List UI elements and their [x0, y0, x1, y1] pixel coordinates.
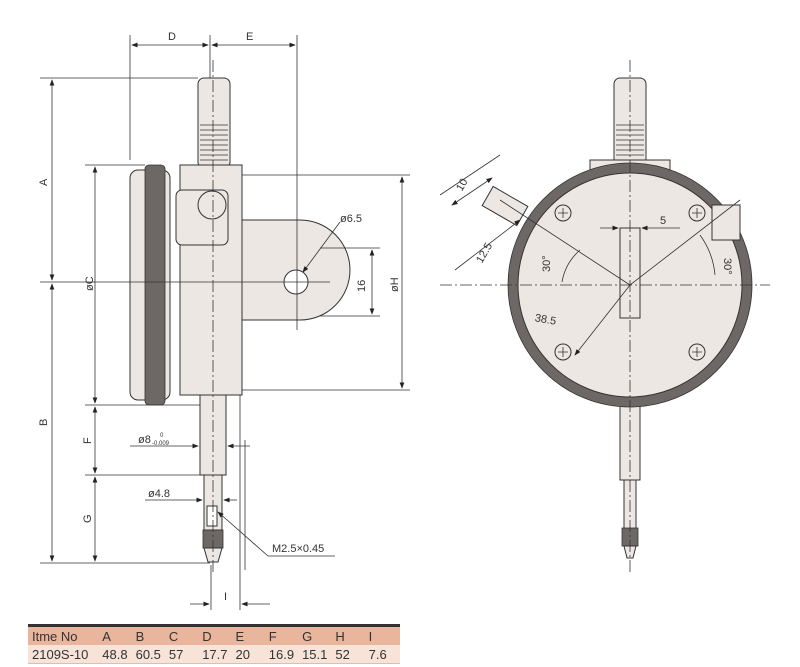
dimensions-right [439, 154, 741, 356]
bezel-knurl [144, 164, 166, 406]
col-header: I [368, 628, 373, 644]
tol-lower: -0.009 [152, 441, 170, 447]
dim-spindle: ø4.8 [148, 488, 170, 500]
cell: 52 [335, 646, 350, 662]
cell: 57 [168, 646, 184, 662]
col-header: C [168, 628, 179, 644]
cap [197, 77, 231, 169]
dim-A: A [38, 178, 50, 186]
dim-G: G [82, 514, 94, 523]
cell: 48.8 [102, 646, 128, 662]
dim-r38-5: 38.5 [534, 312, 557, 328]
cell: 16.9 [268, 646, 295, 662]
table-header: Itme No A B C D E F G H I [28, 627, 400, 645]
front-view [440, 60, 770, 575]
dim-F: F [82, 437, 94, 444]
dim-hole: ø6.5 [340, 213, 362, 225]
col-header: B [135, 628, 145, 644]
dim-stem: ø8 [138, 434, 151, 446]
dim-r12-5: 12.5 [474, 241, 495, 266]
dim-I: I [224, 591, 227, 603]
dim-B: B [38, 419, 50, 426]
dim-angle-left: 30° [541, 255, 553, 272]
cell: 17.7 [202, 646, 228, 662]
spec-table: Itme No A B C D E F G H I 2109S-10 48.8 … [28, 624, 400, 664]
cell: 60.5 [135, 646, 161, 662]
table-row: 2109S-10 48.8 60.5 57 17.7 20 16.9 15.1 … [28, 645, 400, 664]
dim-thread: M2.5×0.45 [272, 543, 324, 555]
cell: 15.1 [302, 646, 328, 662]
cell: 7.6 [368, 646, 387, 662]
cell: 2109S-10 [32, 646, 89, 662]
dim-H: øH [389, 277, 401, 292]
dim-D: D [168, 31, 176, 43]
dimensions-left [40, 35, 410, 610]
dim-lug: 16 [356, 280, 368, 292]
dim-r10: 10 [454, 177, 471, 194]
col-header: H [335, 628, 345, 644]
side-view [129, 60, 351, 575]
dim-angle-right: 30° [721, 258, 733, 275]
col-header: A [102, 628, 111, 644]
col-header: G [302, 628, 313, 644]
dim-width-5: 5 [660, 215, 666, 227]
col-header: F [268, 628, 277, 644]
col-header: D [202, 628, 212, 644]
dim-E: E [246, 31, 253, 43]
col-header: Itme No [32, 628, 78, 644]
col-header: E [235, 628, 245, 644]
tol-upper: 0 [160, 433, 164, 439]
cell: 20 [235, 646, 250, 662]
dim-C: øC [84, 276, 96, 291]
